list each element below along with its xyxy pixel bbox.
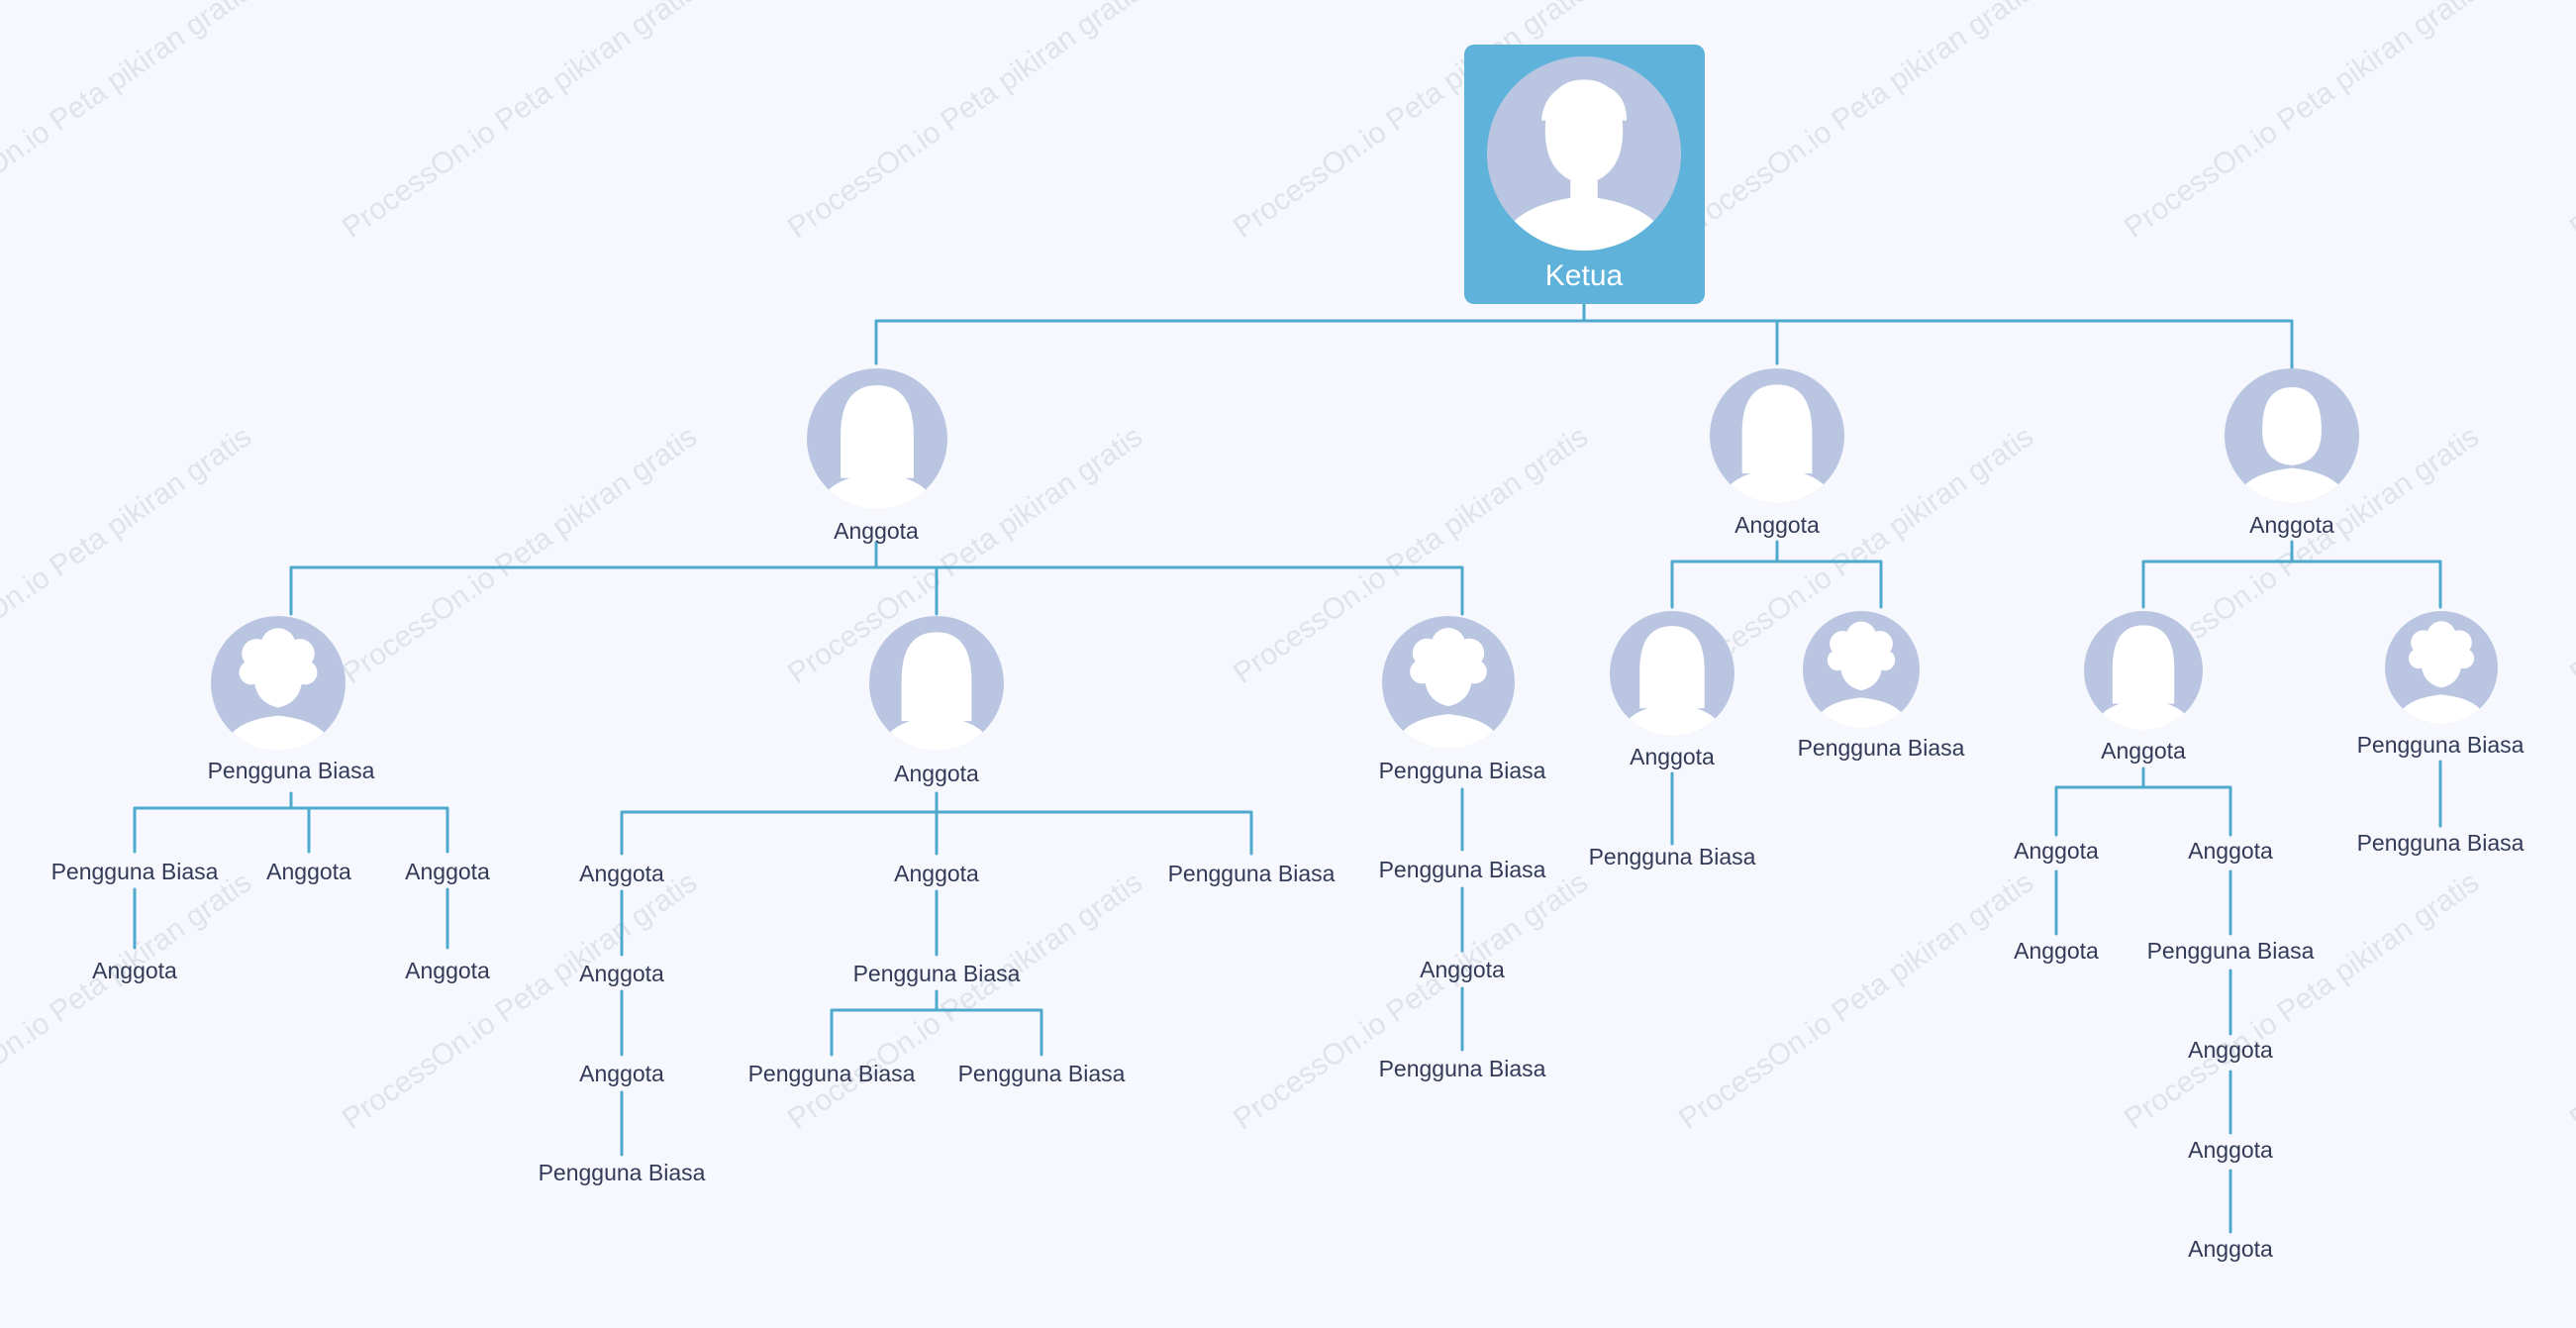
node-label: Anggota xyxy=(1630,744,1715,769)
leaf-label: Anggota xyxy=(2188,1037,2273,1063)
leaf-label: Anggota xyxy=(2188,838,2273,864)
leaf-label: Anggota xyxy=(579,1061,664,1086)
leaf-label: Pengguna Biasa xyxy=(957,1061,1126,1086)
leaf-label: Pengguna Biasa xyxy=(852,961,1021,986)
curly-hair-avatar-icon xyxy=(2385,611,2498,724)
leaf-label: Anggota xyxy=(405,859,490,884)
female-avatar-icon xyxy=(2225,368,2359,503)
leaf-label: Pengguna Biasa xyxy=(1378,1056,1546,1081)
node-label: Pengguna Biasa xyxy=(1797,735,1965,761)
leaf-label: Anggota xyxy=(2014,938,2099,964)
curly-hair-avatar-icon xyxy=(1382,616,1515,749)
leaf-label: Pengguna Biasa xyxy=(50,859,219,884)
node-label: Anggota xyxy=(1734,512,1820,538)
leaf-label: Anggota xyxy=(2188,1236,2273,1262)
node-label: Pengguna Biasa xyxy=(2356,732,2525,758)
female-avatar-icon xyxy=(869,616,1004,751)
male-avatar-icon xyxy=(1487,56,1681,251)
leaf-label: Anggota xyxy=(2014,838,2099,864)
leaf-label: Anggota xyxy=(266,859,351,884)
node-label: Pengguna Biasa xyxy=(1378,758,1546,783)
leaf-label: Anggota xyxy=(1420,957,1505,982)
leaf-label: Anggota xyxy=(579,961,664,986)
leaf-label: Anggota xyxy=(405,958,490,983)
leaf-label: Anggota xyxy=(894,861,979,886)
leaf-label: Anggota xyxy=(579,861,664,886)
female-avatar-icon xyxy=(2084,611,2203,730)
leaf-label: Pengguna Biasa xyxy=(2356,830,2525,856)
leaf-label: Anggota xyxy=(2188,1137,2273,1163)
female-avatar-icon xyxy=(1710,368,1844,503)
root-label: Ketua xyxy=(1544,259,1624,292)
node-label: Pengguna Biasa xyxy=(207,758,375,783)
leaf-label: Pengguna Biasa xyxy=(1588,844,1756,869)
female-avatar-icon xyxy=(807,368,947,509)
leaf-label: Pengguna Biasa xyxy=(2146,938,2315,964)
curly-hair-avatar-icon xyxy=(1803,611,1920,728)
node-label: Anggota xyxy=(894,761,979,786)
female-avatar-icon xyxy=(1610,611,1734,736)
leaf-label: Pengguna Biasa xyxy=(747,1061,916,1086)
leaf-label: Pengguna Biasa xyxy=(538,1160,706,1185)
node-label: Anggota xyxy=(2249,512,2334,538)
connector-lines xyxy=(133,302,2442,1234)
node-label: Anggota xyxy=(834,518,919,544)
curly-hair-avatar-icon xyxy=(211,616,346,751)
leaf-label: Anggota xyxy=(92,958,177,983)
leaf-label: Pengguna Biasa xyxy=(1378,857,1546,882)
node-label: Anggota xyxy=(2101,738,2186,764)
leaf-label: Pengguna Biasa xyxy=(1167,861,1336,886)
